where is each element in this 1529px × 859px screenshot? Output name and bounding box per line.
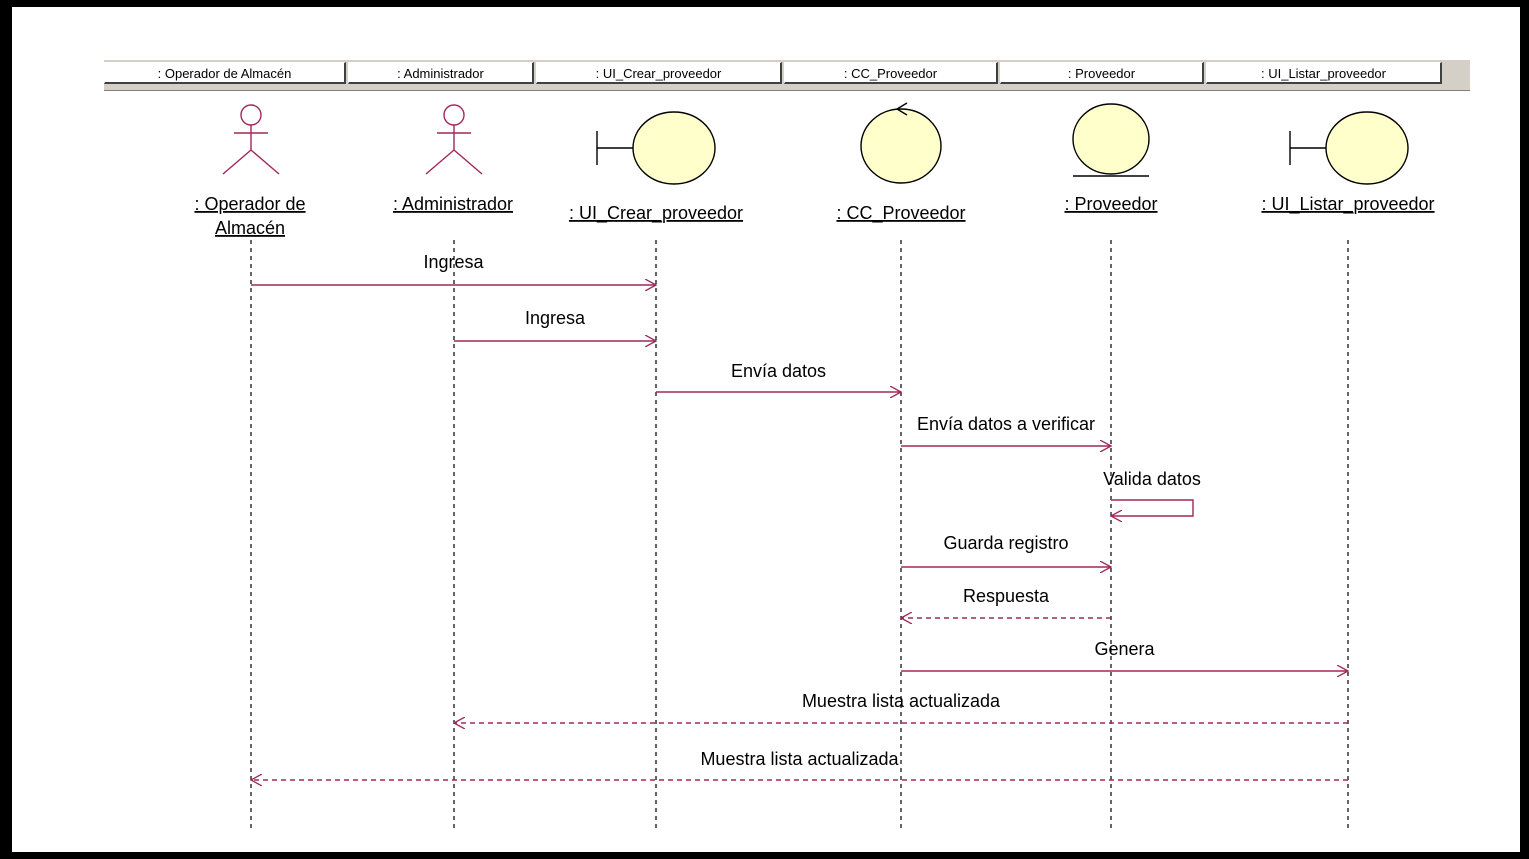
participant-cc_proveedor[interactable]: : CC_Proveedor	[836, 102, 966, 224]
boundary-icon	[1289, 111, 1409, 185]
message-label: Genera	[1094, 639, 1155, 659]
participant-admin[interactable]: : Administrador	[393, 104, 513, 214]
participant-label: : Operador de	[194, 194, 305, 214]
message-label: Valida datos	[1103, 469, 1201, 489]
actor-icon	[425, 104, 483, 175]
boundary-icon	[596, 111, 716, 185]
participant-operador[interactable]: : Operador de Almacén	[194, 104, 306, 238]
message-10[interactable]: Muestra lista actualizada	[251, 749, 1348, 780]
participant-label: : Proveedor	[1064, 194, 1157, 214]
actor-icon	[222, 104, 280, 175]
participant-ui_listar[interactable]: : UI_Listar_proveedor	[1261, 111, 1435, 215]
message-label: Respuesta	[963, 586, 1050, 606]
message-label: Muestra lista actualizada	[802, 691, 1001, 711]
message-label: Ingresa	[423, 252, 484, 272]
message-label: Envía datos a verificar	[917, 414, 1095, 434]
message-4[interactable]: Envía datos a verificar	[901, 414, 1111, 446]
control-icon	[860, 102, 942, 184]
header-cell-administrador[interactable]: : Administrador	[348, 62, 534, 84]
header-cell-operador[interactable]: : Operador de Almacén	[104, 62, 346, 84]
message-1[interactable]: Ingresa	[251, 252, 656, 285]
message-label: Guarda registro	[943, 533, 1068, 553]
message-2[interactable]: Ingresa	[454, 308, 656, 341]
participant-label: : Administrador	[393, 194, 513, 214]
participant-ui_crear[interactable]: : UI_Crear_proveedor	[569, 111, 743, 224]
participant-label: Almacén	[215, 218, 285, 238]
message-label: Ingresa	[525, 308, 586, 328]
participant-label: : UI_Listar_proveedor	[1261, 194, 1434, 215]
message-6[interactable]: Guarda registro	[901, 533, 1111, 567]
message-7[interactable]: Respuesta	[901, 586, 1111, 618]
message-8[interactable]: Genera	[901, 639, 1348, 671]
message-label: Muestra lista actualizada	[700, 749, 899, 769]
header-cell-ui-crear-proveedor[interactable]: : UI_Crear_proveedor	[536, 62, 782, 84]
message-5[interactable]: Valida datos	[1103, 469, 1201, 516]
participants: : Operador de Almacén : Administrador : UI_…	[194, 102, 1435, 238]
self-message-arrow	[1111, 499, 1194, 516]
entity-icon	[1072, 103, 1150, 177]
message-9[interactable]: Muestra lista actualizada	[454, 691, 1348, 723]
lifelines	[250, 240, 1349, 828]
header-cell-cc-proveedor[interactable]: : CC_Proveedor	[784, 62, 998, 84]
participant-label: : CC_Proveedor	[836, 203, 965, 224]
message-label: Envía datos	[731, 361, 826, 381]
message-3[interactable]: Envía datos	[656, 361, 901, 392]
participant-label: : UI_Crear_proveedor	[569, 203, 743, 224]
header-cell-proveedor[interactable]: : Proveedor	[1000, 62, 1204, 84]
header-cell-ui-listar-proveedor[interactable]: : UI_Listar_proveedor	[1206, 62, 1442, 84]
participant-proveedor[interactable]: : Proveedor	[1064, 103, 1158, 214]
